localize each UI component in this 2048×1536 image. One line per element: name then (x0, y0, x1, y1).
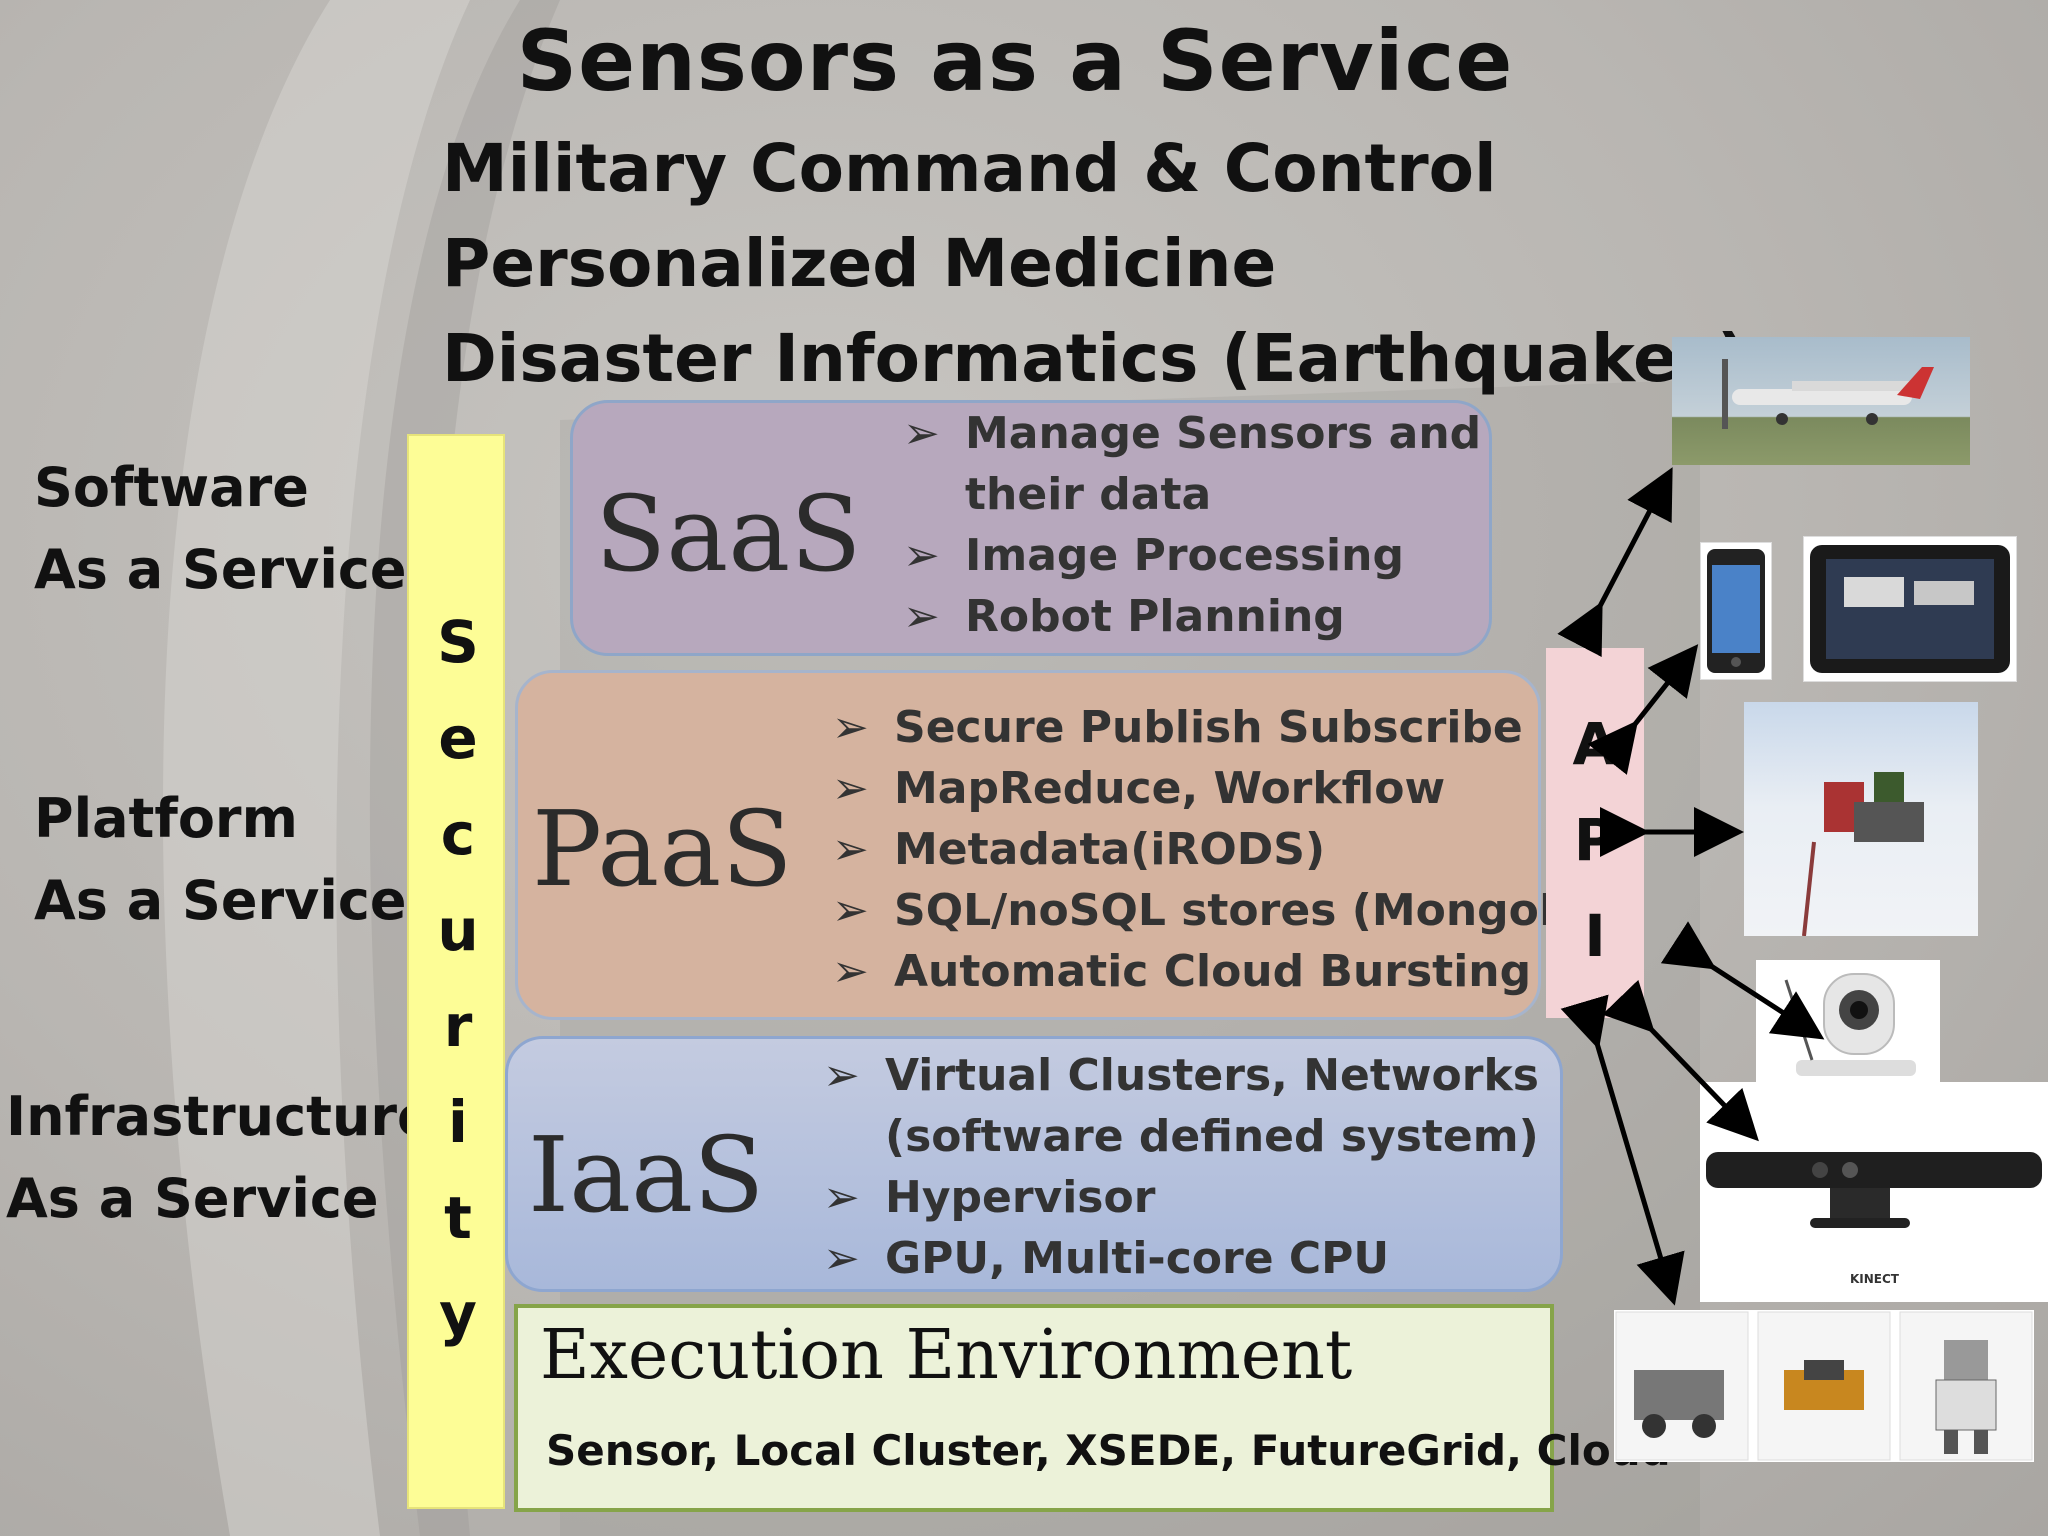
paas-abbr: PaaS (532, 788, 793, 910)
tablet-icon (1810, 545, 2010, 673)
bullet-text: SQL/noSQL stores (MongoDB) (894, 885, 1630, 936)
bullet-arrow-icon: ➢ (832, 824, 869, 875)
bullet-arrow-icon: ➢ (903, 530, 940, 581)
list-item: their data (903, 464, 1481, 525)
list-item: (software defined system) (823, 1106, 1539, 1167)
security-letter: t (444, 1184, 472, 1252)
arrow-robots (1560, 994, 1685, 1306)
infrastructure-label-line1: Infrastructure (6, 1085, 434, 1148)
arrow-camera (1660, 921, 1825, 1040)
infrastructure-label-line2: As a Service (6, 1167, 379, 1230)
paas-layer: PaaS ➢ Secure Publish Subscribe ➢ MapReduc… (515, 670, 1629, 1020)
software-label-line1: Software (34, 456, 309, 519)
bullet-text: (software defined system) (885, 1111, 1539, 1162)
bullet-text: Secure Publish Subscribe (894, 702, 1523, 753)
arrow-phone (1587, 644, 1699, 775)
bullet-text: GPU, Multi-core CPU (885, 1233, 1390, 1284)
software-label-line2: As a Service (34, 538, 407, 601)
bullet-arrow-icon: ➢ (832, 885, 869, 936)
saas-abbr: SaaS (595, 473, 862, 595)
execution-title: Execution Environment (540, 1316, 1353, 1395)
ip-camera-icon (1784, 973, 1916, 1076)
bullet-text: Metadata(iRODS) (894, 824, 1326, 875)
list-item: ➢ Image Processing (903, 525, 1481, 586)
list-item: ➢ Virtual Clusters, Networks (823, 1045, 1539, 1106)
paas-bullet-list: ➢ Secure Publish Subscribe ➢ MapReduce, Wo… (832, 697, 1629, 1002)
bullet-arrow-icon: ➢ (832, 702, 869, 753)
saas-layer: SaaS ➢ Manage Sensors and their data ➢ Ima… (570, 400, 1492, 656)
list-item: ➢ GPU, Multi-core CPU (823, 1228, 1539, 1289)
lego-robots-image (1614, 1310, 2034, 1462)
lego-robots-icon (1615, 1311, 2033, 1461)
iaas-layer: IaaS ➢ Virtual Clusters, Networks (softwa… (505, 1036, 1563, 1292)
list-item: ➢ Manage Sensors and (903, 403, 1481, 464)
security-letter: u (437, 896, 479, 964)
platform-label-line2: As a Service (34, 869, 407, 932)
iaas-bullet-list: ➢ Virtual Clusters, Networks (software de… (823, 1045, 1539, 1289)
security-bar: S e c u r i t y (407, 434, 505, 1509)
subtitle-medicine: Personalized Medicine (442, 225, 1277, 302)
kinect-icon (1706, 1152, 2042, 1228)
security-letter: y (439, 1280, 477, 1348)
list-item: ➢ MapReduce, Workflow (832, 758, 1629, 819)
list-item: ➢ Metadata(iRODS) (832, 819, 1629, 880)
airplane-icon (1722, 359, 1934, 429)
bullet-arrow-icon: ➢ (832, 763, 869, 814)
subtitle-disaster: Disaster Informatics (Earthquakes) (442, 320, 1748, 397)
infrastructure-label: Infrastructure As a Service (6, 1076, 434, 1240)
list-item: ➢ Robot Planning (903, 586, 1481, 647)
list-item: ➢ SQL/noSQL stores (MongoDB) (832, 880, 1629, 941)
bullet-text: Manage Sensors and (965, 408, 1482, 459)
bullet-text: MapReduce, Workflow (894, 763, 1446, 814)
smartphone-image (1700, 542, 1772, 680)
software-label: Software As a Service (34, 447, 406, 611)
list-item: ➢ Automatic Cloud Bursting (832, 941, 1629, 1002)
bullet-arrow-icon: ➢ (903, 591, 940, 642)
bullet-arrow-icon: ➢ (823, 1050, 860, 1101)
iaas-abbr: IaaS (528, 1114, 765, 1236)
security-letter: i (448, 1088, 468, 1156)
platform-label: Platform As a Service (34, 778, 406, 942)
kinect-label: KINECT (1850, 1272, 1899, 1286)
security-letter: S (437, 608, 479, 676)
list-item: ➢ Hypervisor (823, 1167, 1539, 1228)
bullet-text: their data (965, 469, 1212, 520)
bullet-arrow-icon: ➢ (823, 1172, 860, 1223)
bullet-arrow-icon: ➢ (823, 1233, 860, 1284)
execution-environment-box: Execution Environment Sensor, Local Clus… (514, 1304, 1671, 1512)
airplane-drone-image (1672, 337, 1970, 465)
bullet-text: Hypervisor (885, 1172, 1156, 1223)
field-sensor-image (1744, 702, 1978, 936)
platform-label-line1: Platform (34, 787, 298, 850)
bullet-text: Image Processing (965, 530, 1404, 581)
execution-detail: Sensor, Local Cluster, XSEDE, FutureGrid… (546, 1426, 1671, 1475)
security-letter: c (440, 800, 476, 868)
field-sensor-icon (1802, 772, 1924, 936)
bullet-text: Automatic Cloud Bursting (894, 946, 1532, 997)
slide-title: Sensors as a Service (516, 12, 1514, 110)
subtitle-military: Military Command & Control (442, 130, 1497, 207)
list-item: ➢ Secure Publish Subscribe (832, 697, 1629, 758)
arrow-kinect (1602, 979, 1759, 1142)
saas-bullet-list: ➢ Manage Sensors and their data ➢ Image Pr… (903, 403, 1481, 647)
bullet-arrow-icon: ➢ (832, 946, 869, 997)
arrow-airplane (1557, 467, 1673, 658)
bullet-text: Virtual Clusters, Networks (885, 1050, 1539, 1101)
security-letter: r (443, 992, 473, 1060)
smartphone-icon (1707, 549, 1765, 673)
bullet-text: Robot Planning (965, 591, 1345, 642)
bullet-arrow-icon: ➢ (903, 408, 940, 459)
api-letter: I (1584, 902, 1606, 970)
tablet-image (1803, 536, 2017, 682)
security-letter: e (438, 704, 478, 772)
